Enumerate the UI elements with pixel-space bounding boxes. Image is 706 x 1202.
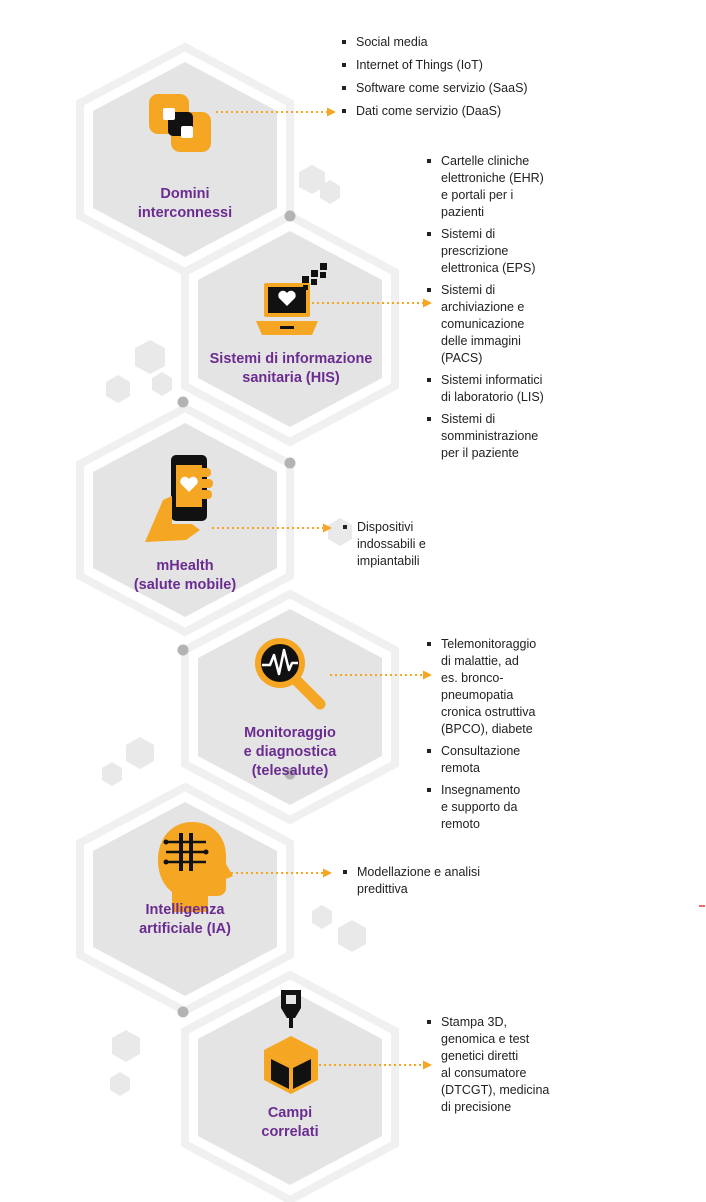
bullet-item: Sistemi informatici di laboratorio (LIS) bbox=[425, 372, 605, 406]
hexagon-domini bbox=[76, 42, 294, 277]
bullet-item: Sistemi di prescrizione elettronica (EPS… bbox=[425, 226, 605, 277]
hexagon-monitoraggio bbox=[181, 589, 399, 825]
connector-dots bbox=[177, 210, 296, 1018]
title-his: Sistemi di informazione sanitaria (HIS) bbox=[209, 351, 373, 386]
title-campi: Campi correlati bbox=[261, 1105, 319, 1140]
bullet-item: Insegnamento e supporto da remoto bbox=[425, 782, 605, 833]
bullet-item: Consultazione remota bbox=[425, 743, 605, 777]
bullets-campi: Stampa 3D, genomica e test genetici dire… bbox=[425, 1014, 605, 1121]
bullet-item: Dispositivi indossabili e impiantabili bbox=[341, 519, 491, 570]
bullet-item: Sistemi di archiviazione e comunicazione… bbox=[425, 282, 605, 367]
dotted-arrows bbox=[212, 111, 424, 1066]
bullet-item: Dati come servizio (DaaS) bbox=[340, 103, 570, 120]
title-mhealth: mHealth (salute mobile) bbox=[133, 558, 237, 593]
title-ia: Intelligenza artificiale (IA) bbox=[139, 902, 231, 937]
title-monitoraggio: Monitoraggio e diagnostica (telesalute) bbox=[243, 725, 337, 779]
3d-printer-box-icon bbox=[264, 990, 318, 1094]
bullet-item: Modellazione e analisi predittiva bbox=[341, 864, 561, 898]
bullets-monitoraggio: Telemonitoraggio di malattie, ad es. bro… bbox=[425, 636, 605, 838]
interconnected-domains-icon bbox=[149, 94, 211, 152]
arrow-heads bbox=[323, 107, 432, 1070]
bullet-item: Stampa 3D, genomica e test genetici dire… bbox=[425, 1014, 605, 1116]
magnifier-heartbeat-icon bbox=[255, 638, 326, 710]
bullet-item: Internet of Things (IoT) bbox=[340, 57, 570, 74]
bullet-item: Telemonitoraggio di malattie, ad es. bro… bbox=[425, 636, 605, 738]
bullets-mhealth: Dispositivi indossabili e impiantabili bbox=[341, 519, 491, 575]
bullet-item: Cartelle cliniche elettroniche (EHR) e p… bbox=[425, 153, 605, 221]
bullet-item: Social media bbox=[340, 34, 570, 51]
bullet-item: Software come servizio (SaaS) bbox=[340, 80, 570, 97]
laptop-heart-icon bbox=[256, 263, 327, 335]
decorative-cubes bbox=[102, 165, 366, 1096]
bullets-domini: Social media Internet of Things (IoT) So… bbox=[340, 34, 570, 126]
bullet-item: Sistemi di somministrazione per il pazie… bbox=[425, 411, 605, 462]
phone-in-hand-icon bbox=[145, 455, 213, 542]
brain-circuit-icon bbox=[158, 822, 233, 912]
title-domini: Domini interconnessi bbox=[137, 186, 233, 221]
bullets-his: Cartelle cliniche elettroniche (EHR) e p… bbox=[425, 153, 605, 467]
bullets-ia: Modellazione e analisi predittiva bbox=[341, 864, 561, 903]
